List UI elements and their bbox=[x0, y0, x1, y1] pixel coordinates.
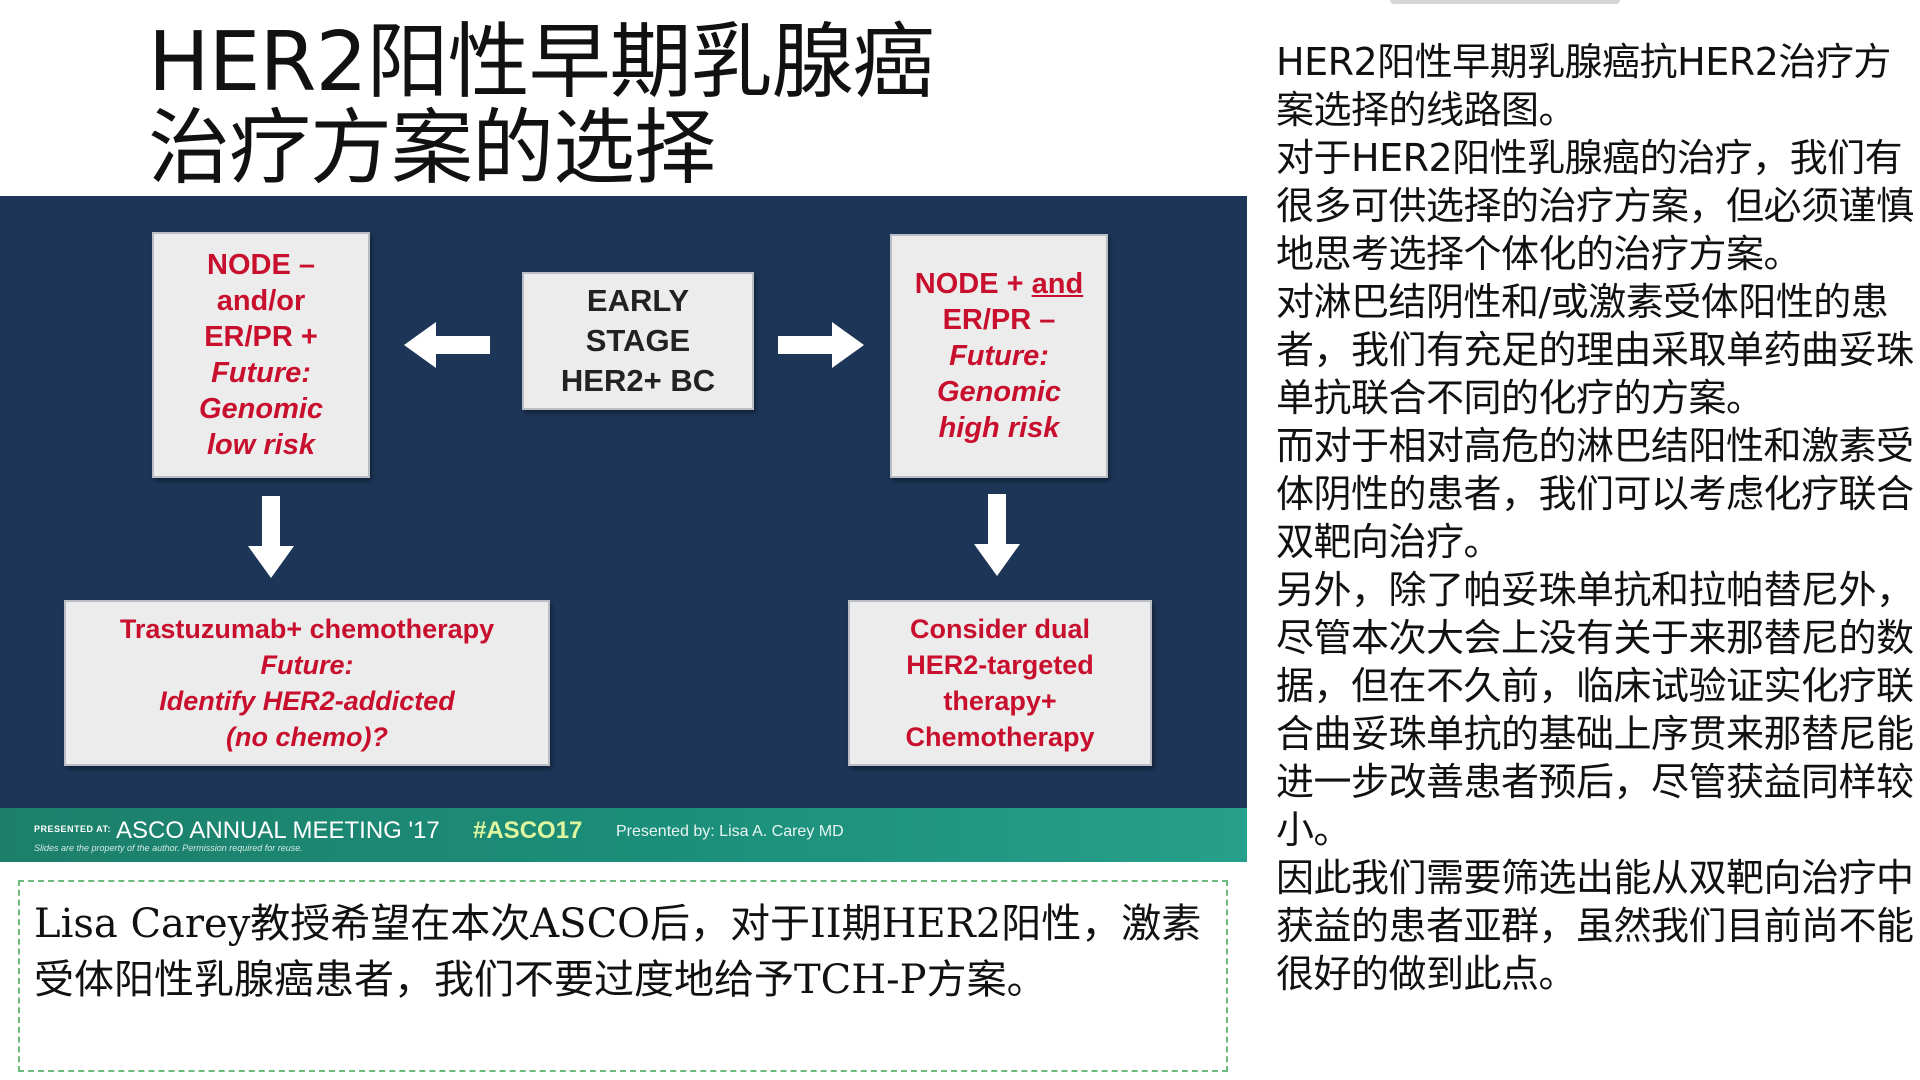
page-title-line1: HER2阳性早期乳腺癌 bbox=[148, 15, 935, 110]
box-right-line1-b: and bbox=[1031, 268, 1084, 300]
box-node-negative: NODE – and/or ER/PR + Future: Genomic lo… bbox=[152, 232, 370, 478]
slide-footer-bar: PRESENTED AT: ASCO ANNUAL MEETING '17 #A… bbox=[0, 808, 1247, 862]
footer-presenter: Presented by: Lisa A. Carey MD bbox=[616, 823, 844, 840]
asco-slide-image: NODE – and/or ER/PR + Future: Genomic lo… bbox=[0, 196, 1247, 862]
top-tab-decoration bbox=[1390, 0, 1620, 4]
box-br-line2: HER2-targeted bbox=[906, 650, 1094, 680]
box-left-line6: low risk bbox=[207, 429, 315, 461]
right-paragraph-4: 而对于相对高危的淋巴结阳性和激素受体阴性的患者，我们可以考虑化疗联合双靶向治疗。 bbox=[1276, 424, 1914, 564]
box-bl-line2: Future: bbox=[260, 650, 354, 680]
right-paragraph-5: 另外，除了帕妥珠单抗和拉帕替尼外，尽管本次大会上没有关于来那替尼的数据，但在不久… bbox=[1276, 568, 1914, 852]
box-left-line4: Future: bbox=[211, 357, 311, 389]
box-dual-her2: Consider dual HER2-targeted therapy+ Che… bbox=[848, 600, 1152, 766]
box-trastuzumab-chemo: Trastuzumab+ chemotherapy Future: Identi… bbox=[64, 600, 550, 766]
box-right-line1: NODE + and bbox=[915, 266, 1083, 302]
box-left-line2: and/or bbox=[216, 285, 306, 317]
box-left-line1: NODE – bbox=[207, 249, 315, 281]
box-left-line3: ER/PR + bbox=[204, 321, 318, 353]
footer-meeting: ASCO ANNUAL MEETING '17 bbox=[116, 817, 440, 844]
right-paragraph-1: HER2阳性早期乳腺癌抗HER2治疗方案选择的线路图。 bbox=[1276, 40, 1891, 132]
box-bl-line1: Trastuzumab+ chemotherapy bbox=[119, 614, 495, 644]
box-node-positive: NODE + and ER/PR – Future: Genomic high … bbox=[890, 234, 1108, 478]
right-paragraph-3: 对淋巴结阴性和/或激素受体阳性的患者，我们有充足的理由采取单药曲妥珠单抗联合不同… bbox=[1276, 280, 1914, 420]
arrow-down-left-icon bbox=[248, 496, 294, 578]
box-br-line4: Chemotherapy bbox=[905, 722, 1095, 752]
caption-text: Lisa Carey教授希望在本次ASCO后，对于II期HER2阳性，激素受体阳… bbox=[34, 901, 1202, 1003]
box-bl-line4: (no chemo)? bbox=[226, 722, 388, 752]
arrow-down-right-icon bbox=[974, 494, 1020, 576]
box-early-stage: EARLY STAGE HER2+ BC bbox=[522, 272, 754, 410]
box-right-line1-a: NODE + bbox=[914, 268, 1032, 300]
footer-presented-at: PRESENTED AT: bbox=[34, 824, 112, 834]
right-column-text: HER2阳性早期乳腺癌抗HER2治疗方案选择的线路图。 对于HER2阳性乳腺癌的… bbox=[1276, 38, 1916, 998]
arrow-left-icon bbox=[404, 322, 490, 368]
footer-hashtag: #ASCO17 bbox=[473, 817, 583, 844]
box-center-line3: HER2+ BC bbox=[560, 363, 716, 398]
box-bl-line3: Identify HER2-addicted bbox=[159, 686, 455, 716]
caption-box: Lisa Carey教授希望在本次ASCO后，对于II期HER2阳性，激素受体阳… bbox=[18, 880, 1228, 1072]
box-right-line5: high risk bbox=[938, 412, 1060, 444]
arrow-right-icon bbox=[778, 322, 864, 368]
box-br-line1: Consider dual bbox=[909, 614, 1091, 644]
box-right-line2: ER/PR – bbox=[942, 304, 1056, 336]
box-center-line1: EARLY bbox=[586, 283, 690, 318]
footer-disclaimer: Slides are the property of the author. P… bbox=[34, 843, 303, 853]
right-paragraph-6: 因此我们需要筛选出能从双靶向治疗中获益的患者亚群，虽然我们目前尚不能很好的做到此… bbox=[1276, 856, 1914, 996]
box-right-line3: Future: bbox=[949, 340, 1049, 372]
box-right-line4: Genomic bbox=[936, 376, 1062, 408]
box-center-line2: STAGE bbox=[585, 323, 691, 358]
right-paragraph-2: 对于HER2阳性乳腺癌的治疗，我们有很多可供选择的治疗方案，但必须谨慎地思考选择… bbox=[1276, 136, 1914, 276]
page-title-line2: 治疗方案的选择 bbox=[148, 101, 716, 196]
page-title: HER2阳性早期乳腺癌 治疗方案的选择 bbox=[148, 20, 948, 192]
box-br-line3: therapy+ bbox=[943, 686, 1057, 716]
box-left-line5: Genomic bbox=[198, 393, 324, 425]
